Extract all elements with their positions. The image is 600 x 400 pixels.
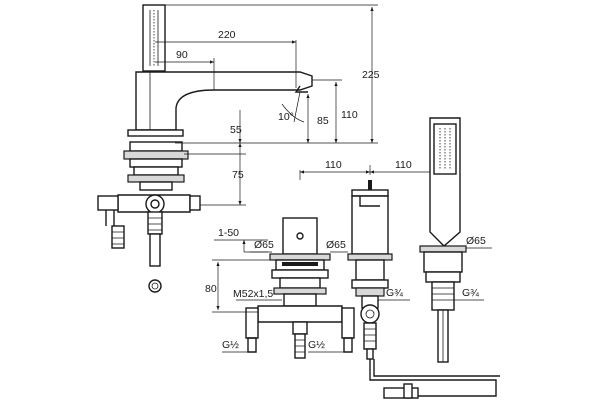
top-dimensions: 220 90 225 110 85 10° 55 75 <box>155 4 380 206</box>
dim-d65-b: Ø65 <box>326 239 346 251</box>
bottom-dimensions: 1-50 Ø65 Ø65 Ø65 80 M52x1,5 G¾ G¾ G½ G½ <box>205 227 492 353</box>
spout-outlet-assembly <box>347 180 393 360</box>
handshower-assembly <box>419 117 467 363</box>
spout-column <box>351 195 389 255</box>
thread-g34-b: G¾ <box>462 287 479 299</box>
dim-225: 225 <box>362 69 380 81</box>
thread-g12-a: G½ <box>222 339 239 351</box>
dim-85: 85 <box>317 115 329 127</box>
dim-90: 90 <box>176 49 188 61</box>
spacing-dimensions: 110 110 <box>299 159 439 180</box>
supply-connector-left <box>111 225 125 249</box>
dim-110-spacing-b: 110 <box>395 159 412 171</box>
spout-body <box>135 71 313 131</box>
dim-80: 80 <box>205 283 217 295</box>
dim-110-spacing-a: 110 <box>325 159 342 171</box>
drain-cap <box>148 279 162 293</box>
dim-75: 75 <box>232 169 244 181</box>
shower-hose <box>369 359 500 399</box>
dim-110-height: 110 <box>341 109 358 121</box>
mounting-flange <box>123 150 189 160</box>
dim-1-50: 1-50 <box>218 227 239 239</box>
base-ring <box>127 129 184 137</box>
control-valve-assembly <box>245 217 355 359</box>
dim-55: 55 <box>230 124 242 136</box>
dim-10-degree: 10° <box>278 111 294 123</box>
dim-d65-c: Ø65 <box>466 235 486 247</box>
thread-m52: M52x1,5 <box>233 288 273 300</box>
thread-g34-a: G¾ <box>386 287 403 299</box>
dim-220: 220 <box>218 29 236 41</box>
thread-g12-b: G½ <box>308 339 325 351</box>
supply-connector-right <box>147 211 163 235</box>
spout-side-view <box>97 4 313 293</box>
dim-d65-a: Ø65 <box>254 239 274 251</box>
